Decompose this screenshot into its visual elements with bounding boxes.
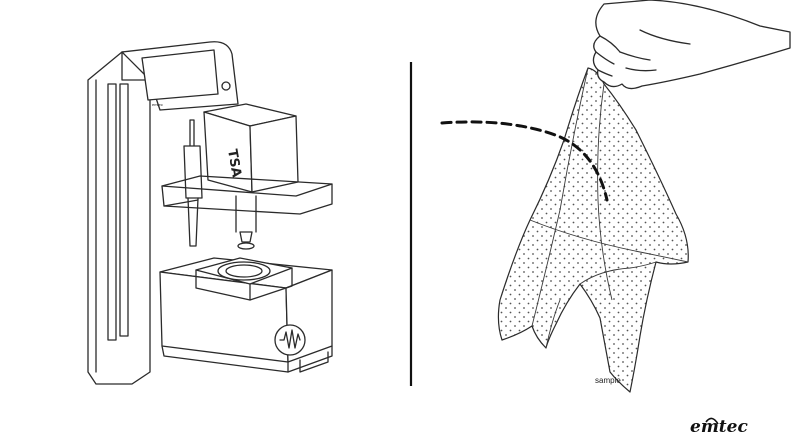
sample-label: sample xyxy=(595,376,621,385)
sample-base-front xyxy=(159,271,289,363)
logo-swoosh xyxy=(705,417,719,425)
tsa-instrument: emtec TSA xyxy=(87,41,333,385)
instrument-tower xyxy=(87,51,151,385)
brand-logo-text: emtec xyxy=(690,417,748,437)
sample-tissue xyxy=(497,67,689,393)
brand-logo: emtec xyxy=(690,417,748,437)
ribbed-vent xyxy=(107,83,117,341)
screen-brand-text: emtec xyxy=(152,102,163,107)
sample-tissue-group: sample xyxy=(440,0,791,393)
power-button xyxy=(221,81,231,91)
motion-arc xyxy=(440,120,609,202)
head-label: TSA xyxy=(224,148,244,178)
hand xyxy=(592,0,791,90)
touch-screen xyxy=(141,49,219,101)
